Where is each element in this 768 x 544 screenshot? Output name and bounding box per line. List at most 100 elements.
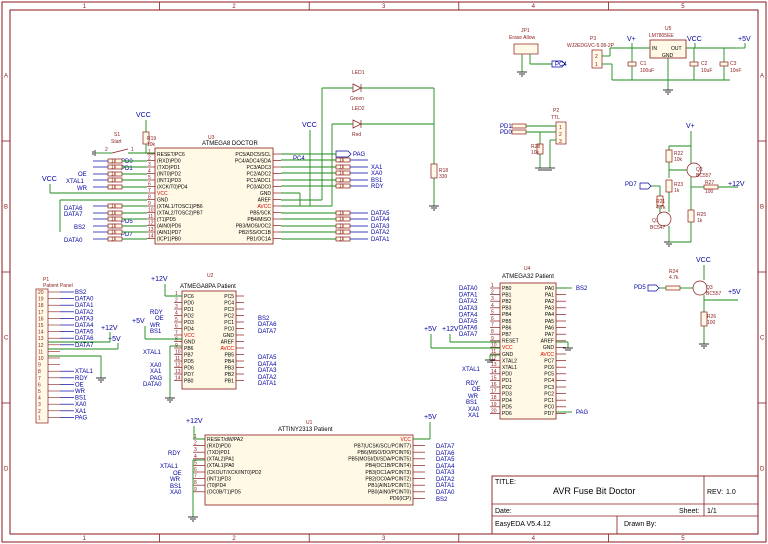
c3-ref: C3 bbox=[730, 61, 737, 67]
drawn-by-label: Drawn By: bbox=[624, 521, 656, 528]
plus5-symbol-u1: +5V bbox=[424, 414, 437, 421]
c3-capacitor bbox=[719, 61, 729, 67]
jp1-ref: JP1 bbox=[521, 28, 530, 34]
pin-name: PB0(AIN0/PCINT0) bbox=[368, 490, 411, 496]
pin-name: PB0 bbox=[502, 286, 512, 292]
pin-name: PD1 bbox=[184, 307, 194, 313]
q1-ref: Q1 bbox=[652, 218, 659, 224]
pin-name: PC5 bbox=[544, 372, 554, 378]
u3-left-nets: PD0 PD1 OE XTAL1 WR VCC DATA6 DATA7 BS2 … bbox=[42, 159, 133, 244]
u2-net-data0: DATA0 bbox=[143, 382, 162, 388]
u3-body bbox=[154, 147, 274, 245]
u4-net-bs1: BS1 bbox=[466, 400, 478, 406]
svg-text:1: 1 bbox=[559, 125, 562, 131]
pin-number: 4 bbox=[175, 311, 178, 317]
pin-name: PD5 bbox=[184, 359, 194, 365]
r21-value: 4.7k bbox=[656, 205, 666, 211]
resistor-value: 1k bbox=[111, 224, 117, 230]
u2-net-xtal1: XTAL1 bbox=[143, 350, 162, 356]
r19-ref: R19 bbox=[147, 136, 156, 142]
jp1-name: Erase Allow bbox=[509, 35, 536, 41]
pin-name: PC2 bbox=[224, 313, 234, 319]
jp1-body bbox=[513, 43, 539, 55]
pin-name: RESET/dW/PA2 bbox=[207, 437, 243, 443]
pin-number: 1 bbox=[491, 283, 494, 289]
u3-net-data2: DATA2 bbox=[371, 230, 390, 236]
resistor-value: 1k bbox=[111, 172, 117, 178]
pin-number: 8 bbox=[491, 329, 494, 335]
p1-pin-number: 14 bbox=[38, 330, 44, 336]
jp1-erase-allow: JP1 Erase Allow PC4 bbox=[509, 28, 567, 77]
pin-name: PA7 bbox=[545, 332, 554, 338]
pin-name: XTAL2 bbox=[502, 358, 517, 364]
u4-net-pag: PAG bbox=[576, 410, 589, 416]
resistor-value: 1k bbox=[111, 217, 117, 223]
r24-ref: R24 bbox=[669, 269, 678, 275]
start-switch: VCC R19 10k S1 Start 2 1 bbox=[92, 112, 156, 156]
pin-name: PB6(MISO/DO/PCINT6) bbox=[357, 450, 411, 456]
row-marker: C bbox=[4, 336, 9, 342]
u2-net-pag: PAG bbox=[150, 376, 163, 382]
pin-name: PA4 bbox=[545, 312, 554, 318]
u4-net-data: DATA1 bbox=[459, 293, 478, 299]
pin-number: 13 bbox=[491, 362, 497, 368]
pin-name: PC3 bbox=[224, 307, 234, 313]
resistor-value: 1k bbox=[111, 165, 117, 171]
led2-color: Red bbox=[352, 132, 361, 138]
pin-name: PC3 bbox=[544, 385, 554, 391]
pin-name: (RXD)PD0 bbox=[207, 443, 231, 449]
pin-name: PD3 bbox=[502, 391, 512, 397]
pin-name: VCC bbox=[184, 333, 195, 339]
u2-net-data7: DATA7 bbox=[258, 329, 277, 335]
pin-number: 6 bbox=[148, 182, 151, 188]
resistor-value: 1k bbox=[111, 211, 117, 217]
plus12-symbol-driver: +12V bbox=[728, 181, 745, 188]
p1-pin-number: 12 bbox=[38, 343, 44, 349]
r23-resistor bbox=[665, 179, 673, 193]
pin-name: PC2/ADC2 bbox=[247, 171, 272, 177]
p1-net-label: DATA7 bbox=[75, 343, 94, 349]
u3-net-rdy: RDY bbox=[371, 184, 384, 190]
pin-number: 2 bbox=[148, 156, 151, 162]
u1-net-bs1: BS1 bbox=[170, 484, 182, 490]
u3-net-data4: DATA4 bbox=[371, 217, 390, 223]
pin-name: GND bbox=[157, 197, 169, 203]
pin-name: PD2 bbox=[184, 313, 194, 319]
r21-ref: R21 bbox=[656, 199, 665, 205]
pin-name: PB2/SS/OC1B bbox=[238, 230, 271, 236]
resistor-value: 1k bbox=[111, 230, 117, 236]
r24-value: 4.7k bbox=[669, 275, 679, 281]
plus5-symbol-u2: +5V bbox=[132, 318, 145, 325]
svg-text:3: 3 bbox=[559, 139, 562, 145]
p1-pin-number: 18 bbox=[38, 303, 44, 309]
q2-type: BC557 bbox=[696, 173, 712, 179]
u5-name: LM7805EE bbox=[649, 33, 674, 39]
u2-net-data3: DATA3 bbox=[258, 368, 277, 374]
plus12-symbol-u1: +12V bbox=[186, 418, 203, 425]
pin-number: 5 bbox=[148, 175, 151, 181]
column-marker: 1 bbox=[83, 536, 87, 542]
pin-name: PD7 bbox=[184, 372, 194, 378]
u3-net-pc4: PC4 bbox=[293, 156, 305, 162]
p1-pin-number: 2 bbox=[38, 409, 41, 415]
u4-net-xa1: XA1 bbox=[468, 413, 480, 419]
r25-value: 1k bbox=[697, 218, 703, 224]
u2-net-rdy: RDY bbox=[150, 310, 163, 316]
p1-net-label: BS1 bbox=[75, 396, 87, 402]
pin-name: AREF bbox=[541, 339, 554, 345]
p1-net-label: DATA1 bbox=[75, 303, 94, 309]
p1-pin-number: 15 bbox=[38, 323, 44, 329]
led2-icon bbox=[352, 119, 362, 129]
c1-ref: C1 bbox=[640, 61, 647, 67]
column-marker: 3 bbox=[382, 536, 386, 542]
p1-pin-number: 6 bbox=[38, 382, 41, 388]
u1-net-xa0: XA0 bbox=[170, 490, 182, 496]
p2-ttl: P2 TTL 123 PD1 PD0 R28 10k bbox=[500, 108, 567, 171]
p1-pin-number: 4 bbox=[38, 396, 41, 402]
u2-atmega8pa-patient: U2 ATMEGA8PA Patient PC61PD02PD13PD24PD3… bbox=[132, 273, 277, 403]
u1-net-data0: DATA0 bbox=[436, 490, 455, 496]
pin-number: 3 bbox=[148, 162, 151, 168]
svg-text:2: 2 bbox=[595, 54, 598, 60]
pin-name: PC3/ADC3 bbox=[247, 165, 272, 171]
r25-resistor bbox=[687, 209, 695, 223]
